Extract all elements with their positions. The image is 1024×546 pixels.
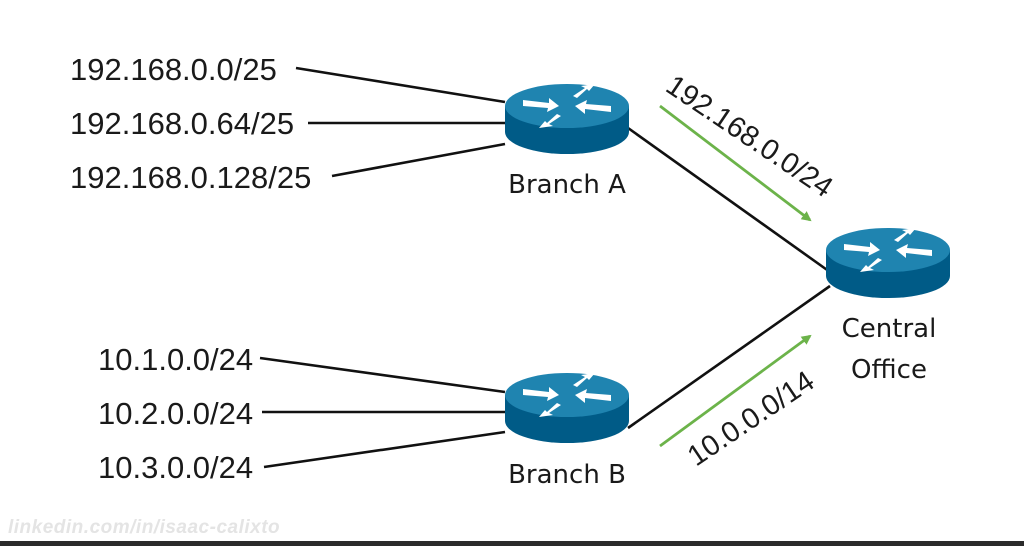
router-label-branch-a: Branch A bbox=[508, 170, 626, 200]
subnet-label-branch-b-2: 10.2.0.0/24 bbox=[98, 396, 253, 431]
watermark-text: linkedin.com/in/isaac-calixto bbox=[8, 517, 281, 538]
link-branch-a-subnet-3 bbox=[331, 142, 506, 178]
router-icon-branch-a bbox=[505, 84, 629, 154]
router-label-central-line-2: Office bbox=[851, 355, 927, 385]
advertisement-arrow-icon-branch-a bbox=[659, 104, 812, 222]
subnet-label-branch-b-1: 10.1.0.0/24 bbox=[98, 342, 253, 377]
subnet-label-branch-b-3: 10.3.0.0/24 bbox=[98, 450, 253, 485]
link-branch-a-subnet-1 bbox=[295, 66, 506, 104]
router-label-central-line-1: Central bbox=[842, 314, 937, 344]
router-icon-central-office bbox=[826, 228, 950, 298]
link-branch-b-central bbox=[627, 284, 831, 430]
subnet-label-branch-a-1: 192.168.0.0/25 bbox=[70, 52, 277, 87]
link-branch-b-subnet-1 bbox=[259, 356, 506, 394]
router-icon-branch-b bbox=[505, 373, 629, 443]
link-branch-b-subnet-3 bbox=[263, 430, 506, 469]
bottom-divider bbox=[0, 541, 1024, 546]
subnet-label-branch-a-2: 192.168.0.64/25 bbox=[70, 106, 294, 141]
advertisement-arrow-icon-branch-b bbox=[659, 334, 812, 448]
summary-route-label-branch-b: 10.0.0.0/14 bbox=[682, 365, 820, 473]
subnet-label-branch-a-3: 192.168.0.128/25 bbox=[70, 160, 311, 195]
router-label-branch-b: Branch B bbox=[508, 460, 626, 490]
summary-route-label-branch-a: 192.168.0.0/24 bbox=[660, 69, 838, 204]
link-branch-a-central bbox=[627, 126, 831, 274]
